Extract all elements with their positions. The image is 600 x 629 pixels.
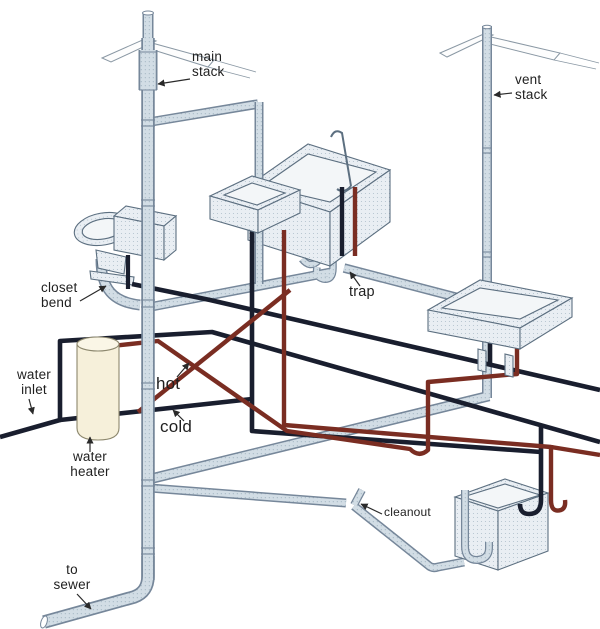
- arrow-water-inlet: [27, 398, 35, 415]
- toilet: [73, 205, 178, 286]
- roof-flashing-main: [100, 37, 257, 79]
- hot-upper-branch: [136, 288, 292, 414]
- main-stack-opening: [142, 10, 154, 16]
- label-hot: hot: [156, 374, 181, 393]
- arrow-closet-bend: [79, 285, 107, 302]
- hot-laundry-drop: [548, 445, 568, 513]
- label-to-sewer: to sewer: [48, 562, 96, 592]
- main-stack-couplings: [139, 51, 157, 555]
- label-water-heater-line2: heater: [70, 464, 110, 480]
- arrow-trap: [349, 271, 361, 287]
- drain-waste-vent-pipes: [101, 25, 492, 567]
- label-closet-bend: closet bend: [41, 280, 77, 310]
- label-water-inlet-line1: water: [16, 367, 51, 382]
- lavatory-sink: [208, 175, 302, 234]
- arrow-hot: [176, 362, 190, 378]
- tub-supply-risers: [339, 187, 358, 256]
- label-closet-bend-line2: bend: [41, 295, 72, 311]
- label-trap: trap: [349, 284, 375, 300]
- label-vent-stack-line2: stack: [515, 87, 548, 103]
- cold-laundry-drop: [517, 425, 544, 517]
- arrow-cleanout: [360, 503, 383, 515]
- sewer-pipe-end: [40, 615, 48, 629]
- kitchen-sink: [426, 279, 574, 378]
- label-water-inlet: water inlet: [12, 367, 56, 397]
- label-main-stack: main stack: [192, 49, 225, 79]
- label-closet-bend-line1: closet: [41, 280, 78, 295]
- label-water-heater-line1: water: [72, 449, 107, 464]
- hot-lavatory-riser: [281, 230, 600, 458]
- label-water-inlet-line2: inlet: [21, 382, 47, 398]
- label-cold: cold: [160, 417, 192, 436]
- label-vent-stack-line1: vent: [515, 72, 542, 87]
- label-cleanout: cleanout: [384, 505, 431, 519]
- arrow-vent-stack: [493, 90, 513, 98]
- roof-flashing-vent: [438, 32, 600, 70]
- hot-water-pipes: [111, 230, 600, 513]
- label-main-stack-line1: main: [192, 49, 223, 64]
- label-vent-stack: vent stack: [515, 72, 548, 102]
- arrow-main-stack: [157, 78, 191, 87]
- label-to-sewer-line2: sewer: [53, 577, 91, 593]
- hot-main-run: [111, 304, 520, 456]
- vent-stack-opening: [482, 24, 492, 30]
- cold-lavatory-riser: [249, 230, 542, 455]
- arrow-cold: [172, 409, 185, 422]
- label-main-stack-line2: stack: [192, 64, 225, 80]
- label-water-heater: water heater: [64, 449, 116, 479]
- cold-inlet-main: [0, 329, 600, 445]
- main-stack: [39, 11, 157, 629]
- water-heater: [76, 336, 120, 441]
- arrow-to-sewer: [76, 593, 92, 610]
- label-to-sewer-line1: to: [66, 562, 78, 577]
- cold-branch-upper: [131, 281, 600, 393]
- leader-arrows: [27, 78, 513, 610]
